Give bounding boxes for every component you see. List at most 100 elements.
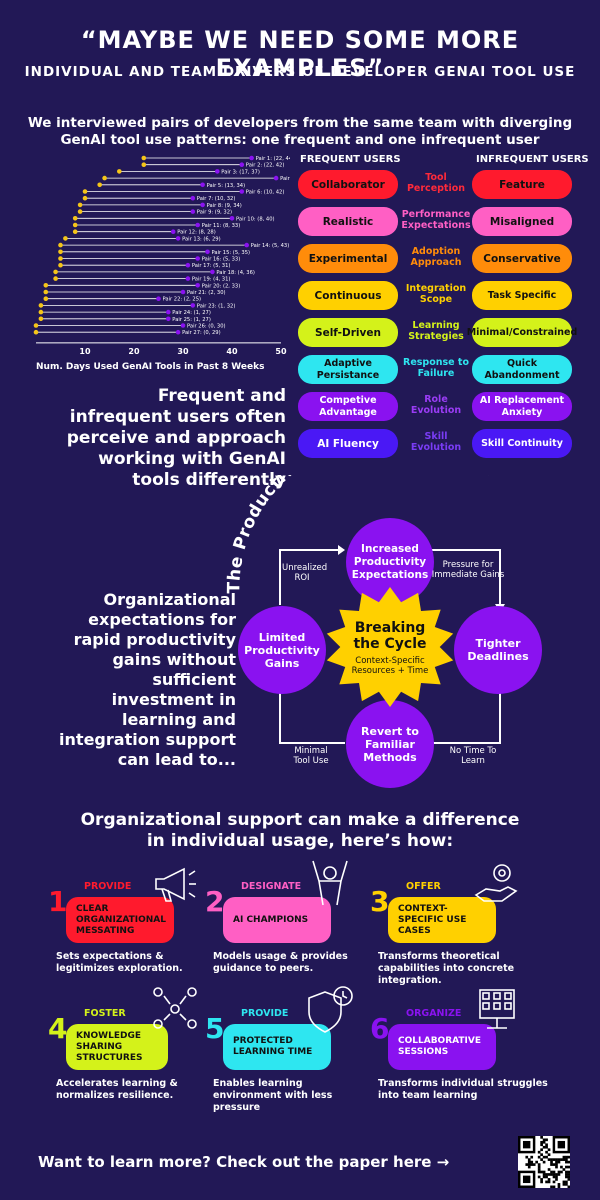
frequent-user-point — [215, 169, 220, 174]
infrequent-trait: Conservative — [472, 244, 572, 273]
qr-code-icon[interactable] — [518, 1136, 570, 1188]
infrequent-users-header: INFREQUENT USERS — [476, 154, 589, 165]
frequent-user-point — [175, 236, 181, 241]
frequent-user-point — [249, 155, 254, 161]
pair-label: Pair 9: (9, 32) — [197, 210, 232, 216]
frequent-trait: Experimental — [298, 244, 398, 273]
infrequent-user-point — [97, 182, 102, 188]
frequent-user-point — [166, 309, 171, 315]
frequent-user-point — [195, 256, 200, 261]
hand-gear-icon — [474, 864, 518, 902]
frequent-user-point — [200, 202, 205, 208]
infrequent-user-point — [58, 262, 63, 268]
champion-icon — [312, 860, 348, 906]
tip-label: CLEAR ORGANIZATIONAL MESSATING — [66, 897, 174, 943]
dimension-label: Integration Scope — [405, 283, 467, 305]
dimension-label: Tool Perception — [406, 172, 466, 194]
infrequent-user-point — [43, 283, 49, 288]
support-heading: Organizational support can make a differ… — [80, 810, 520, 851]
infrequent-user-point — [117, 169, 122, 174]
tip-description: Transforms theoretical capabilities into… — [378, 951, 515, 986]
comparison-summary: Frequent and infrequent users often perc… — [66, 386, 286, 490]
infrequent-trait: Misaligned — [472, 207, 572, 236]
infrequent-trait: Skill Continuity — [472, 429, 572, 458]
tip-verb: ORGANIZE — [406, 1008, 462, 1019]
infrequent-user-point — [38, 316, 44, 322]
pair-label: Pair 27: (0, 29) — [182, 330, 221, 336]
pair-label: Pair 10: (8, 40) — [236, 216, 275, 222]
pair-label: Pair 13: (6, 29) — [182, 236, 221, 242]
network-people-icon — [153, 987, 197, 1029]
footer-cta[interactable]: Want to learn more? Check out the paper … — [38, 1153, 450, 1171]
breaking-cycle-title: Breaking the Cycle — [353, 620, 427, 652]
pair-label: Pair 3: (17, 37) — [221, 169, 260, 175]
node-tighter-deadlines: Tighter Deadlines — [454, 606, 542, 694]
paradox-lead: Organizational expectations for rapid pr… — [59, 590, 236, 769]
pair-label: Pair 18: (4, 36) — [216, 270, 255, 276]
infrequent-trait: AI Replacement Anxiety — [472, 392, 572, 421]
infrequent-user-point — [43, 289, 49, 295]
infrequent-user-point — [58, 249, 63, 255]
infrequent-user-point — [141, 162, 147, 167]
edge-pressure-gains: Pressure for Immediate Gains — [431, 560, 505, 580]
pair-label: Pair 8: (9, 34) — [207, 203, 242, 209]
dimension-label: Response to Failure — [403, 357, 469, 379]
tip-verb: OFFER — [406, 881, 441, 892]
frequent-user-point — [205, 249, 210, 255]
frequent-trait: Realistic — [298, 207, 398, 236]
infrequent-user-point — [58, 242, 63, 248]
tip-description: Sets expectations & legitimizes explorat… — [56, 951, 183, 974]
frequent-trait: Continuous — [298, 281, 398, 310]
starburst-icon — [326, 587, 454, 707]
pair-label: Pair 20: (2, 33) — [202, 283, 241, 289]
tip-number: 3 — [370, 885, 390, 918]
frequent-users-header: FREQUENT USERS — [300, 154, 401, 165]
tip-verb: PROVIDE — [241, 1008, 289, 1019]
frequent-trait: Self-Driven — [298, 318, 398, 347]
frequent-user-point — [180, 289, 186, 295]
pair-label: Pair 25: (1, 27) — [172, 317, 211, 323]
infrequent-user-point — [43, 296, 49, 301]
frequent-user-point — [180, 323, 186, 328]
infrequent-user-point — [102, 175, 107, 181]
frequent-user-point — [166, 316, 171, 322]
tip-description: Models usage & provides guidance to peer… — [213, 951, 348, 974]
frequent-user-point — [210, 269, 215, 275]
infrequent-trait: Minimal/Constrained — [467, 318, 577, 347]
infrequent-user-point — [33, 329, 39, 335]
shield-clock-icon — [308, 986, 353, 1033]
edge-unrealized-roi: Unrealized ROI — [282, 563, 328, 583]
frequent-trait: AI Fluency — [298, 429, 398, 458]
tip-number: 5 — [205, 1012, 225, 1045]
tip-label: AI CHAMPIONS — [223, 897, 331, 943]
infrequent-user-point — [82, 189, 88, 194]
tip-verb: FOSTER — [84, 1008, 126, 1019]
tip-number: 4 — [48, 1012, 68, 1045]
page-subtitle: INDIVIDUAL AND TEAM DRIVERS OF DEVELOPER… — [24, 64, 576, 80]
infrequent-user-point — [72, 216, 78, 221]
tip-description: Enables learning environment with less p… — [213, 1078, 333, 1113]
infrequent-user-point — [53, 276, 58, 281]
frequent-user-point — [229, 216, 235, 221]
pair-label: Pair 15: (5, 35) — [212, 250, 251, 256]
frequent-user-point — [190, 195, 196, 201]
edge-minimal-use: Minimal Tool Use — [293, 746, 329, 766]
megaphone-icon — [155, 867, 196, 902]
frequent-user-point — [273, 175, 279, 181]
pair-label: Pair 11: (8, 33) — [202, 223, 241, 229]
frequent-user-point — [190, 303, 196, 308]
x-tick-label: 50 — [275, 347, 287, 356]
infrequent-user-point — [72, 222, 78, 228]
infrequent-user-point — [58, 256, 63, 261]
infrequent-user-point — [77, 202, 83, 208]
presentation-icon — [479, 989, 515, 1029]
infrequent-user-point — [33, 323, 39, 328]
tip-verb: DESIGNATE — [241, 881, 302, 892]
tip-label: KNOWLEDGE SHARING STRUCTURES — [66, 1024, 168, 1070]
node-revert-methods: Revert to Familiar Methods — [346, 700, 434, 788]
pair-label: Pair 22: (2, 25) — [163, 297, 202, 303]
pair-label: Pair 19: (4, 31) — [192, 277, 231, 283]
infrequent-trait: Feature — [472, 170, 572, 199]
pair-label: Pair 14: (5, 43) — [251, 243, 290, 249]
